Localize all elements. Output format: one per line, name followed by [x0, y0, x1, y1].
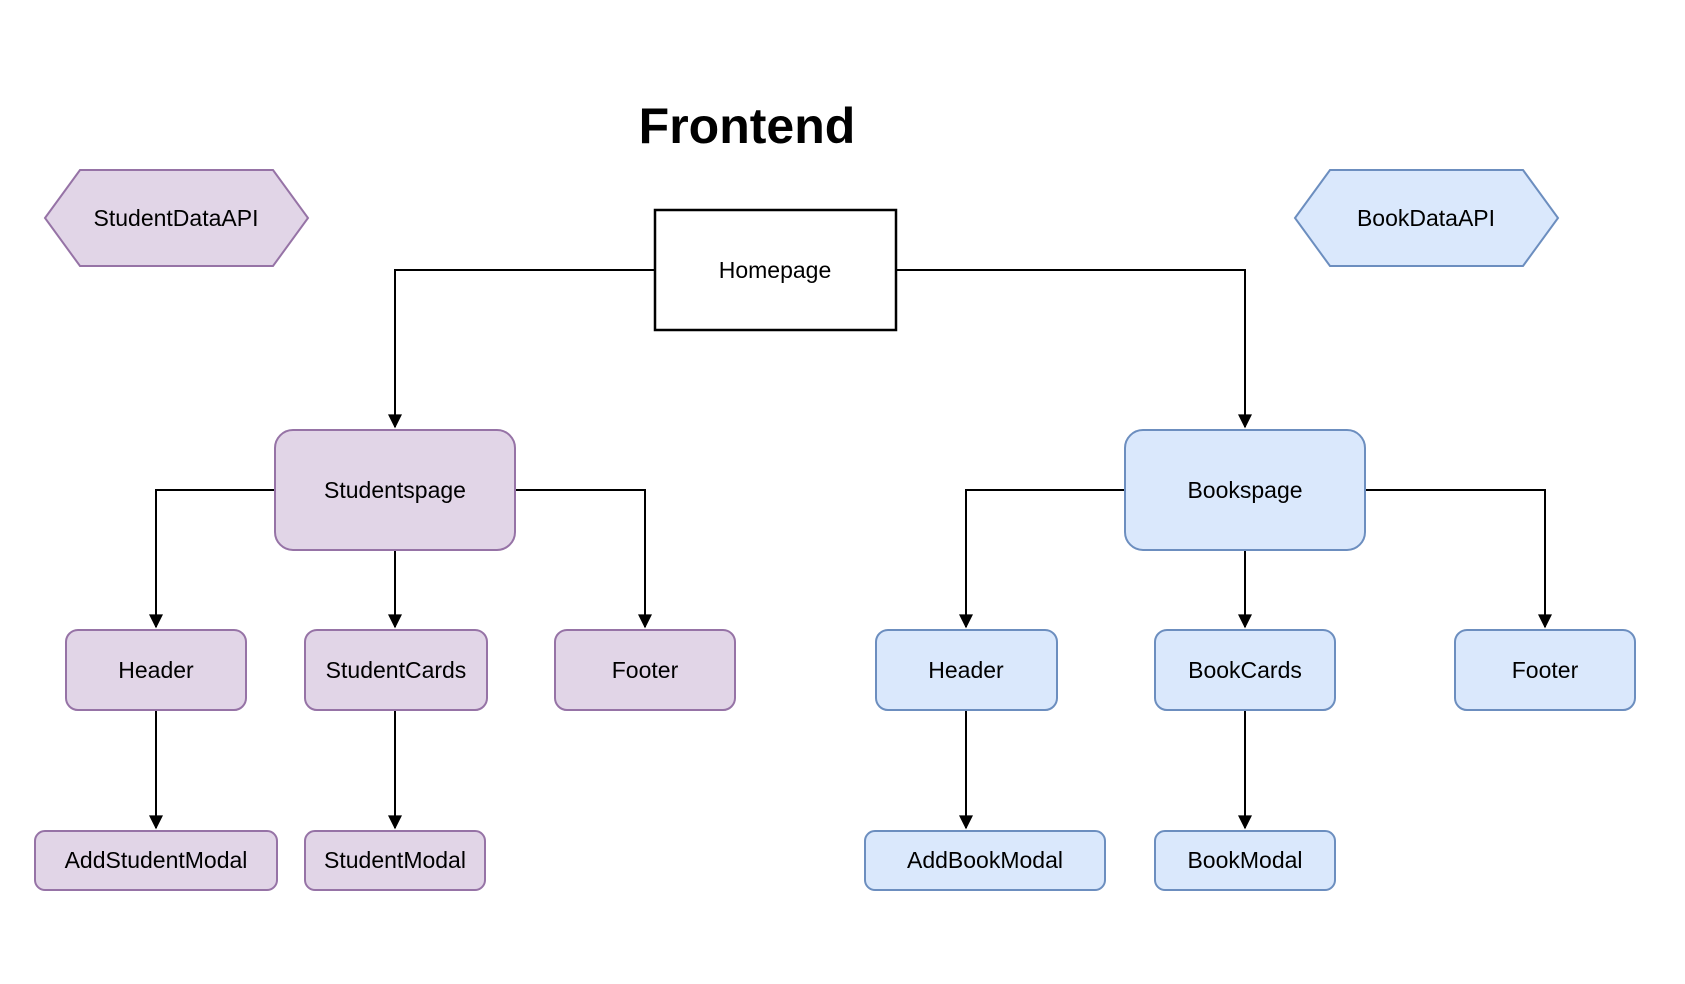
rounded-shape [304, 629, 488, 711]
node-student-cards: StudentCards [304, 629, 488, 711]
rounded-shape [1154, 830, 1336, 891]
node-label: Header [928, 657, 1004, 683]
node-label: Bookspage [1187, 477, 1302, 503]
rounded-shape [1454, 629, 1636, 711]
node-label: AddBookModal [907, 847, 1063, 873]
rounded-shape [34, 830, 278, 891]
edges [149, 269, 1552, 830]
node-homepage: Homepage [653, 208, 898, 332]
edge-studentspage-header [149, 489, 275, 629]
node-book-data-api: BookDataAPI [1293, 169, 1560, 267]
node-label: StudentDataAPI [94, 205, 259, 231]
node-student-modal: StudentModal [304, 830, 486, 891]
edge-homepage-studentspage [388, 269, 655, 429]
rounded-shape [1124, 429, 1366, 551]
hexagon-shape [43, 169, 310, 267]
rounded-shape [1154, 629, 1336, 711]
edge-bookspage-header [959, 489, 1125, 629]
node-label: BookDataAPI [1357, 205, 1495, 231]
rectangle-shape [653, 208, 898, 332]
node-label: BookModal [1187, 847, 1302, 873]
node-bookspage: Bookspage [1124, 429, 1366, 551]
rounded-shape [304, 830, 486, 891]
edge-bookspage-footer [1365, 489, 1552, 629]
node-book-modal: BookModal [1154, 830, 1336, 891]
node-label: BookCards [1188, 657, 1302, 683]
node-book-footer: Footer [1454, 629, 1636, 711]
node-book-header: Header [875, 629, 1058, 711]
node-add-book-modal: AddBookModal [864, 830, 1106, 891]
node-label: StudentCards [326, 657, 467, 683]
edge-studentspage-footer [515, 489, 652, 629]
node-studentspage: Studentspage [274, 429, 516, 551]
node-student-footer: Footer [554, 629, 736, 711]
rounded-shape [65, 629, 247, 711]
node-label: Footer [612, 657, 679, 683]
rounded-shape [875, 629, 1058, 711]
node-student-header: Header [65, 629, 247, 711]
node-label: Homepage [719, 257, 832, 283]
rounded-shape [864, 830, 1106, 891]
node-label: AddStudentModal [65, 847, 248, 873]
node-label: StudentModal [324, 847, 466, 873]
node-book-cards: BookCards [1154, 629, 1336, 711]
edge-homepage-bookspage [896, 269, 1252, 429]
node-student-data-api: StudentDataAPI [43, 169, 310, 267]
diagram-title: Frontend [639, 98, 856, 154]
node-label: Studentspage [324, 477, 466, 503]
rounded-shape [554, 629, 736, 711]
node-label: Header [118, 657, 194, 683]
node-add-student-modal: AddStudentModal [34, 830, 278, 891]
node-label: Footer [1512, 657, 1579, 683]
hexagon-shape [1293, 169, 1560, 267]
rounded-shape [274, 429, 516, 551]
